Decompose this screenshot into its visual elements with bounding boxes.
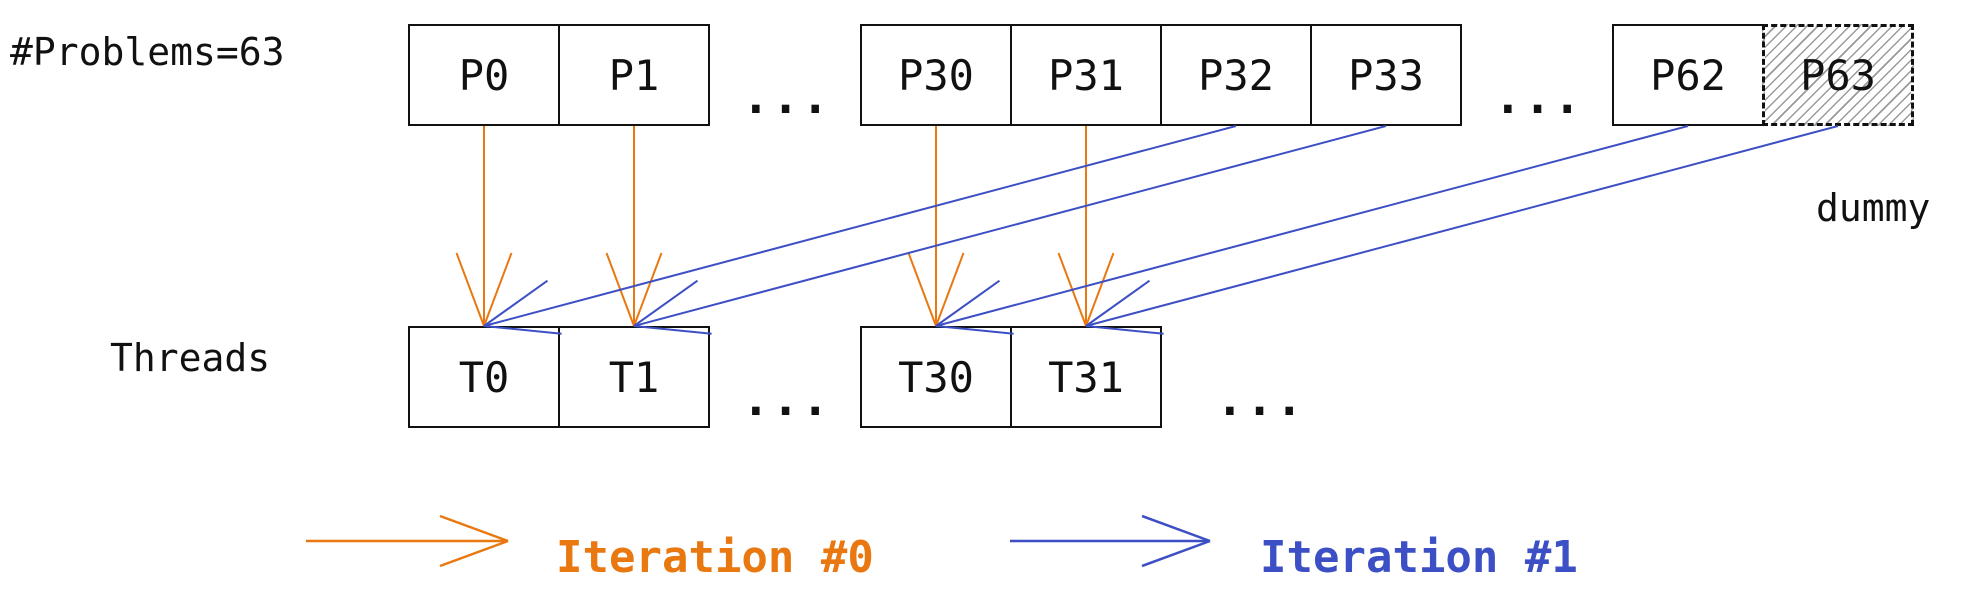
problem-cell-p33: P33 bbox=[1310, 24, 1462, 126]
problem-cell-p1: P1 bbox=[558, 24, 710, 126]
legend-label-iteration-1: Iteration #1 bbox=[1260, 532, 1578, 583]
legend-arrow-iteration-0 bbox=[306, 514, 509, 568]
arrow-p62-to-t30 bbox=[935, 125, 1689, 335]
threads-ellipsis: ... bbox=[742, 372, 832, 426]
arrow-p0-to-t0 bbox=[455, 126, 513, 327]
threads-ellipsis-right: ... bbox=[1216, 372, 1306, 426]
thread-cell-t31: T31 bbox=[1010, 326, 1162, 428]
arrow-p33-to-t1 bbox=[633, 125, 1387, 335]
arrow-p63-to-t31 bbox=[1085, 125, 1839, 335]
problem-cell-p62: P62 bbox=[1612, 24, 1764, 126]
dummy-label: dummy bbox=[1816, 186, 1931, 230]
arrow-p30-to-t30 bbox=[907, 126, 965, 327]
problem-cell-p63-dummy: P63 bbox=[1762, 24, 1914, 126]
threads-label: Threads bbox=[110, 336, 271, 380]
legend-arrow-iteration-1 bbox=[1010, 514, 1211, 568]
problems-ellipsis: ... bbox=[742, 70, 832, 124]
problem-cell-p31: P31 bbox=[1010, 24, 1162, 126]
problems-ellipsis-right: ... bbox=[1494, 70, 1584, 124]
legend-label-iteration-0: Iteration #0 bbox=[556, 532, 874, 583]
problems-count-label: #Problems=63 bbox=[10, 30, 285, 74]
arrow-p32-to-t0 bbox=[483, 125, 1237, 335]
